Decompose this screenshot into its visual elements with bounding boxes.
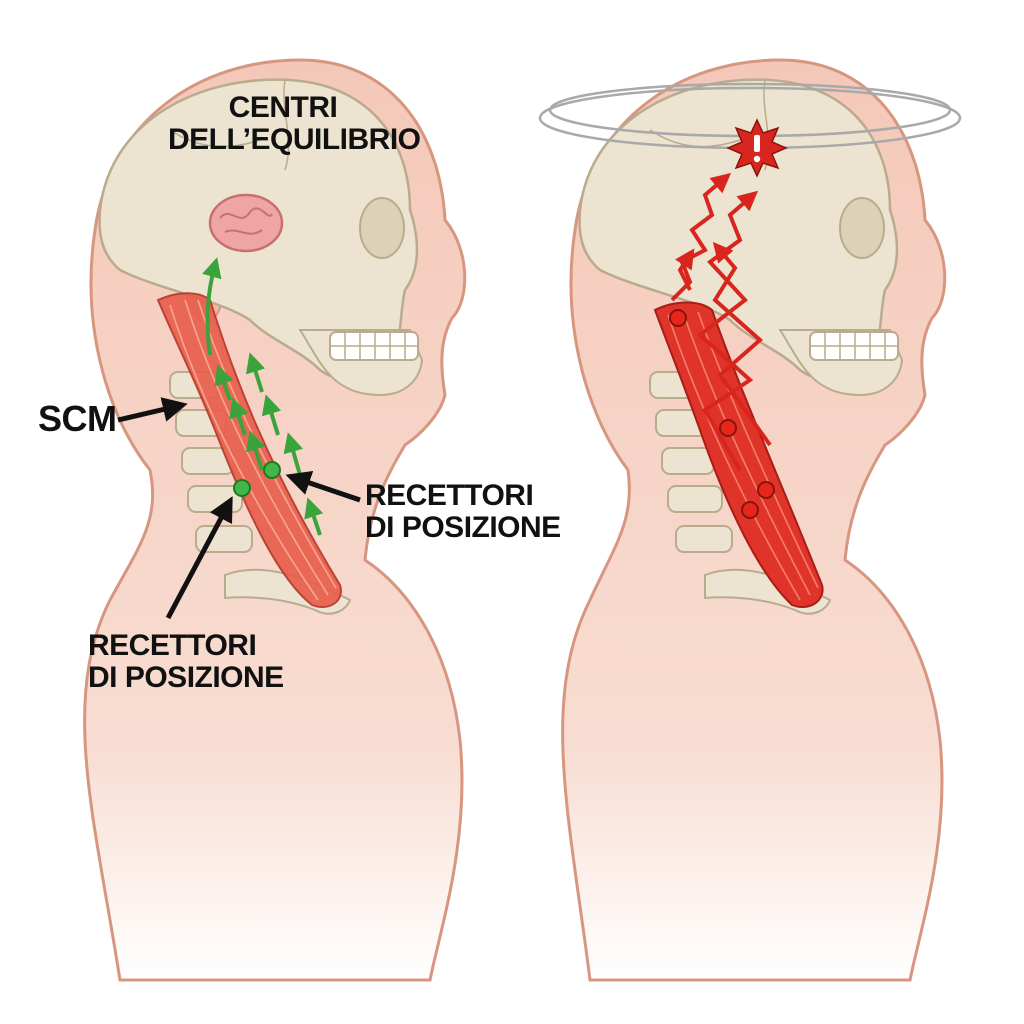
receptor-right-pointer-arrow [285,470,361,503]
receptors-right-line2: DI POSIZIONE [365,511,561,545]
right-figure [538,58,962,982]
balance-centers-label: CENTRI DELL’EQUILIBRIO [168,91,421,157]
right-eye-socket [839,197,885,259]
scm-label-text: SCM [38,398,117,439]
left-skull-suture [169,79,290,171]
left-normal-signal-arrows [202,257,324,536]
balance-center-brain [208,193,284,253]
trigger-point-dot [719,419,737,437]
scm-label: SCM [38,398,117,439]
receptors-lower-line2: DI POSIZIONE [88,661,284,695]
receptors-right-label: RECETTORI DI POSIZIONE [365,479,561,545]
receptors-lower-label: RECETTORI DI POSIZIONE [88,629,284,695]
receptors-lower-line1: RECETTORI [88,629,257,662]
receptor-lower-pointer-arrow [165,496,233,620]
left-eye-socket [359,197,405,259]
balance-centers-line2: DELL’EQUILIBRIO [168,123,421,157]
scm-pointer-arrow [117,397,188,423]
left-teeth-lines [330,332,418,360]
right-teeth-lines [810,332,898,360]
position-receptor-dot [263,461,281,479]
trigger-point-dot [669,309,687,327]
left-figure [83,58,467,982]
trigger-point-dot [741,501,759,519]
trigger-point-dot [757,481,775,499]
balance-centers-line1: CENTRI [228,91,338,124]
receptors-right-line1: RECETTORI [365,479,534,512]
alarm-burst-icon [726,118,788,178]
position-receptor-dot [233,479,251,497]
right-chaotic-signal-arrows [670,172,772,472]
